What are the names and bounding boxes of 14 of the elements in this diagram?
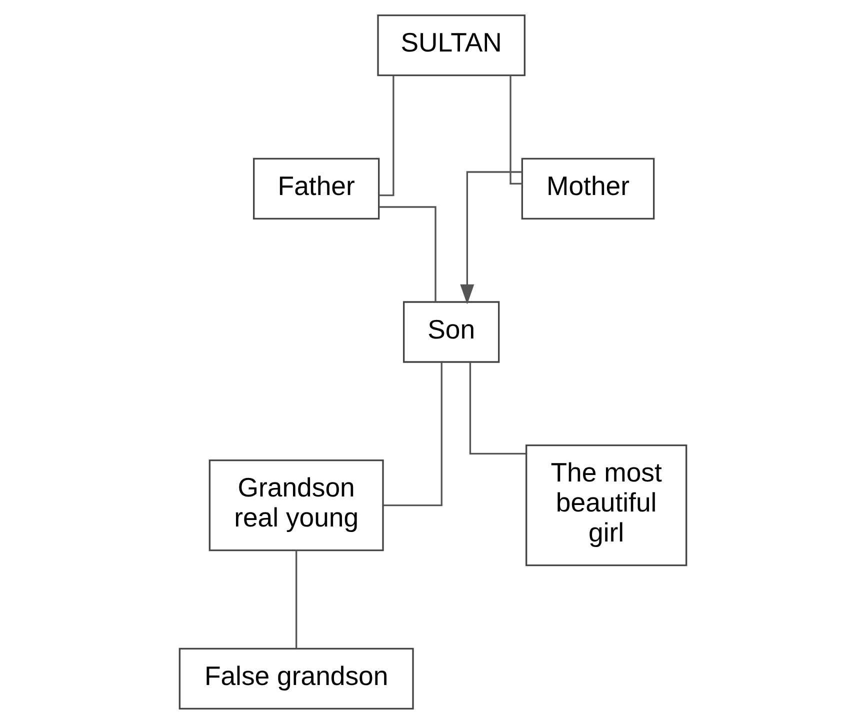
- connector: [296, 550, 298, 649]
- connector: [379, 76, 394, 196]
- arrow: [460, 171, 522, 304]
- node-box: Mother: [521, 158, 655, 220]
- connector: [379, 206, 436, 302]
- connector: [510, 75, 522, 184]
- node-box: The most beautiful girl: [526, 444, 688, 566]
- node-box: False grandson: [178, 648, 414, 710]
- node-box: Son: [403, 301, 500, 363]
- node-box: Grandson real young: [208, 460, 384, 552]
- connector: [383, 362, 442, 506]
- node-box: SULTAN: [377, 14, 526, 76]
- node-box: Father: [253, 158, 380, 220]
- connector: [469, 362, 526, 454]
